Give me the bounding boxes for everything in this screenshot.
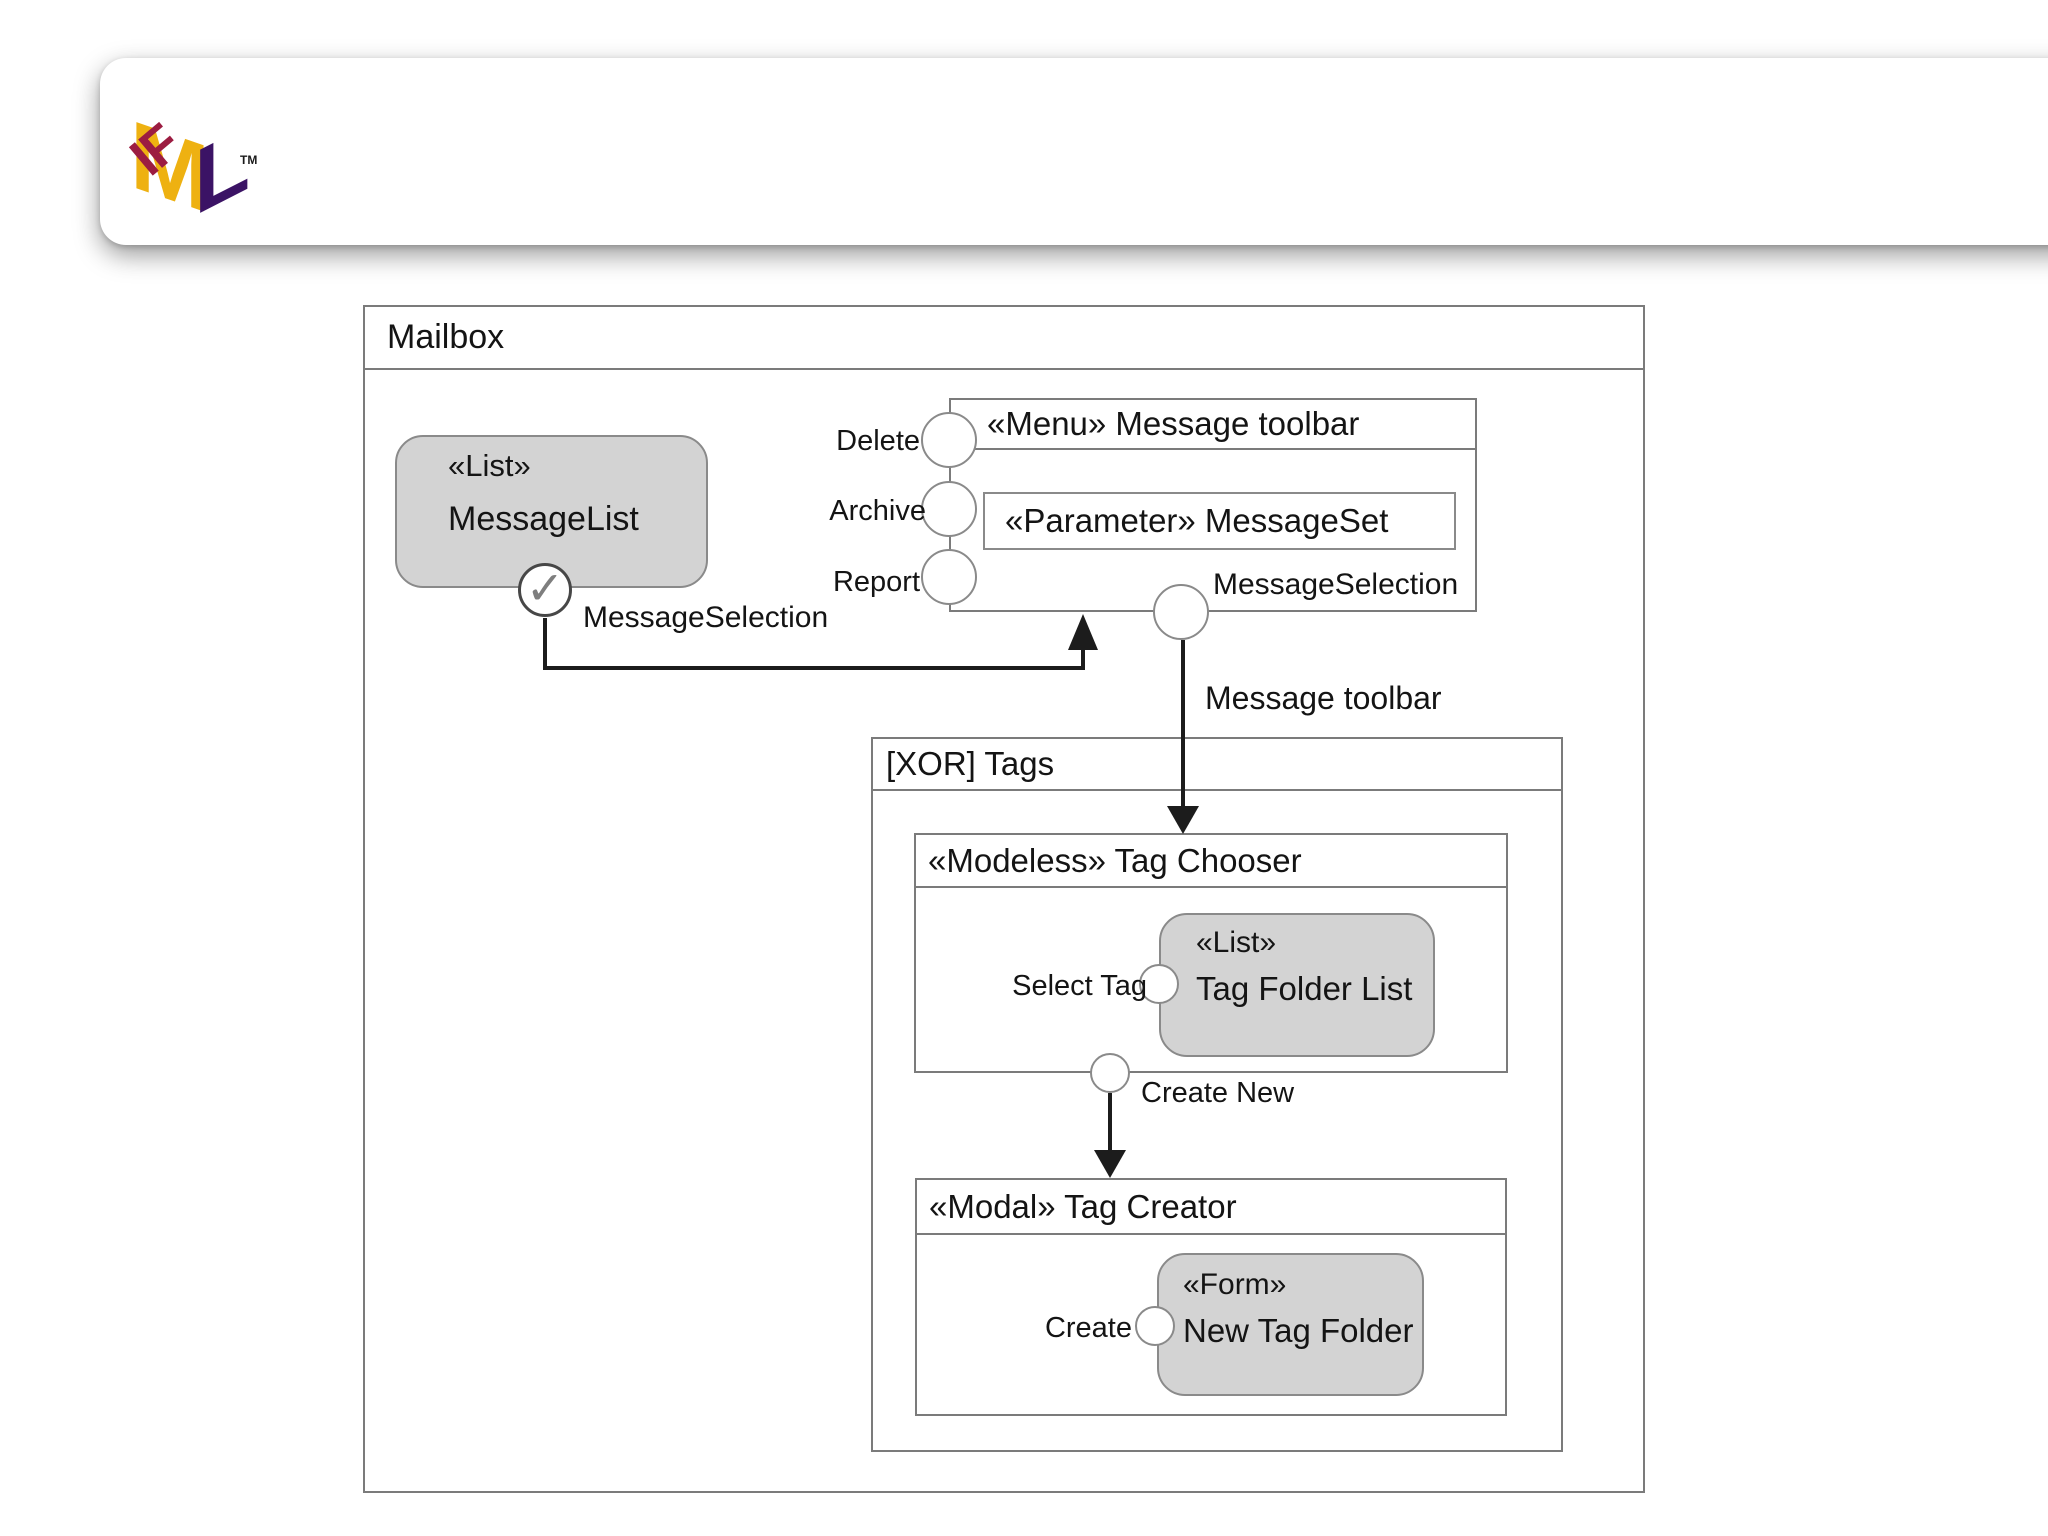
tagfolderlist-stereotype: «List» (1196, 926, 1277, 959)
event-delete-label: Delete (836, 425, 920, 457)
event-create-label: Create (1044, 1312, 1132, 1344)
message-toolbar-title: «Menu» Message toolbar (987, 405, 1360, 442)
event-archive-label: Archive (829, 495, 926, 527)
event-create-circle (1135, 1306, 1175, 1346)
messageselection-port-label: MessageSelection (1213, 568, 1459, 601)
event-selecttag-circle (1139, 964, 1179, 1004)
messagelist-box: «List» MessageList (395, 435, 708, 588)
logo-tm-mark: TM (240, 153, 257, 167)
messagelist-name: MessageList (448, 500, 639, 538)
tag-creator-title: «Modal» Tag Creator (929, 1187, 1237, 1225)
tag-chooser-title: «Modeless» Tag Chooser (928, 841, 1302, 879)
event-createnew-circle (1090, 1053, 1130, 1093)
flow-messagetoolbar-label: Message toolbar (1205, 680, 1442, 716)
messageselection-port-circle (1153, 584, 1209, 640)
tagfolderlist-name: Tag Folder List (1196, 970, 1413, 1007)
mailbox-title: Mailbox (387, 318, 505, 356)
selection-event-circle: ✓ (518, 563, 572, 617)
ifml-logo[interactable]: M IF L TM (128, 84, 260, 222)
newtagfolder-name: New Tag Folder (1183, 1312, 1414, 1349)
selection-checkmark-icon: ✓ (525, 562, 565, 614)
parameter-messageset-label: «Parameter» MessageSet (1005, 502, 1389, 539)
tagfolderlist-box: «List» Tag Folder List (1159, 913, 1435, 1057)
parameter-messageset-box: «Parameter» MessageSet (983, 492, 1456, 550)
tags-title: [XOR] Tags (886, 745, 1055, 782)
newtagfolder-stereotype: «Form» (1183, 1268, 1287, 1301)
event-report-label: Report (832, 566, 920, 598)
event-report-circle (921, 549, 977, 605)
event-archive-circle (921, 481, 977, 537)
event-selecttag-label: Select Tag (1012, 970, 1147, 1002)
event-createnew-label: Create New (1141, 1077, 1295, 1109)
event-delete-circle (921, 412, 977, 468)
header-card: M IF L TM (100, 58, 2048, 245)
flow-messageselection-label: MessageSelection (583, 601, 829, 634)
newtagfolder-box: «Form» New Tag Folder (1157, 1253, 1424, 1396)
messagelist-stereotype: «List» (448, 448, 531, 483)
